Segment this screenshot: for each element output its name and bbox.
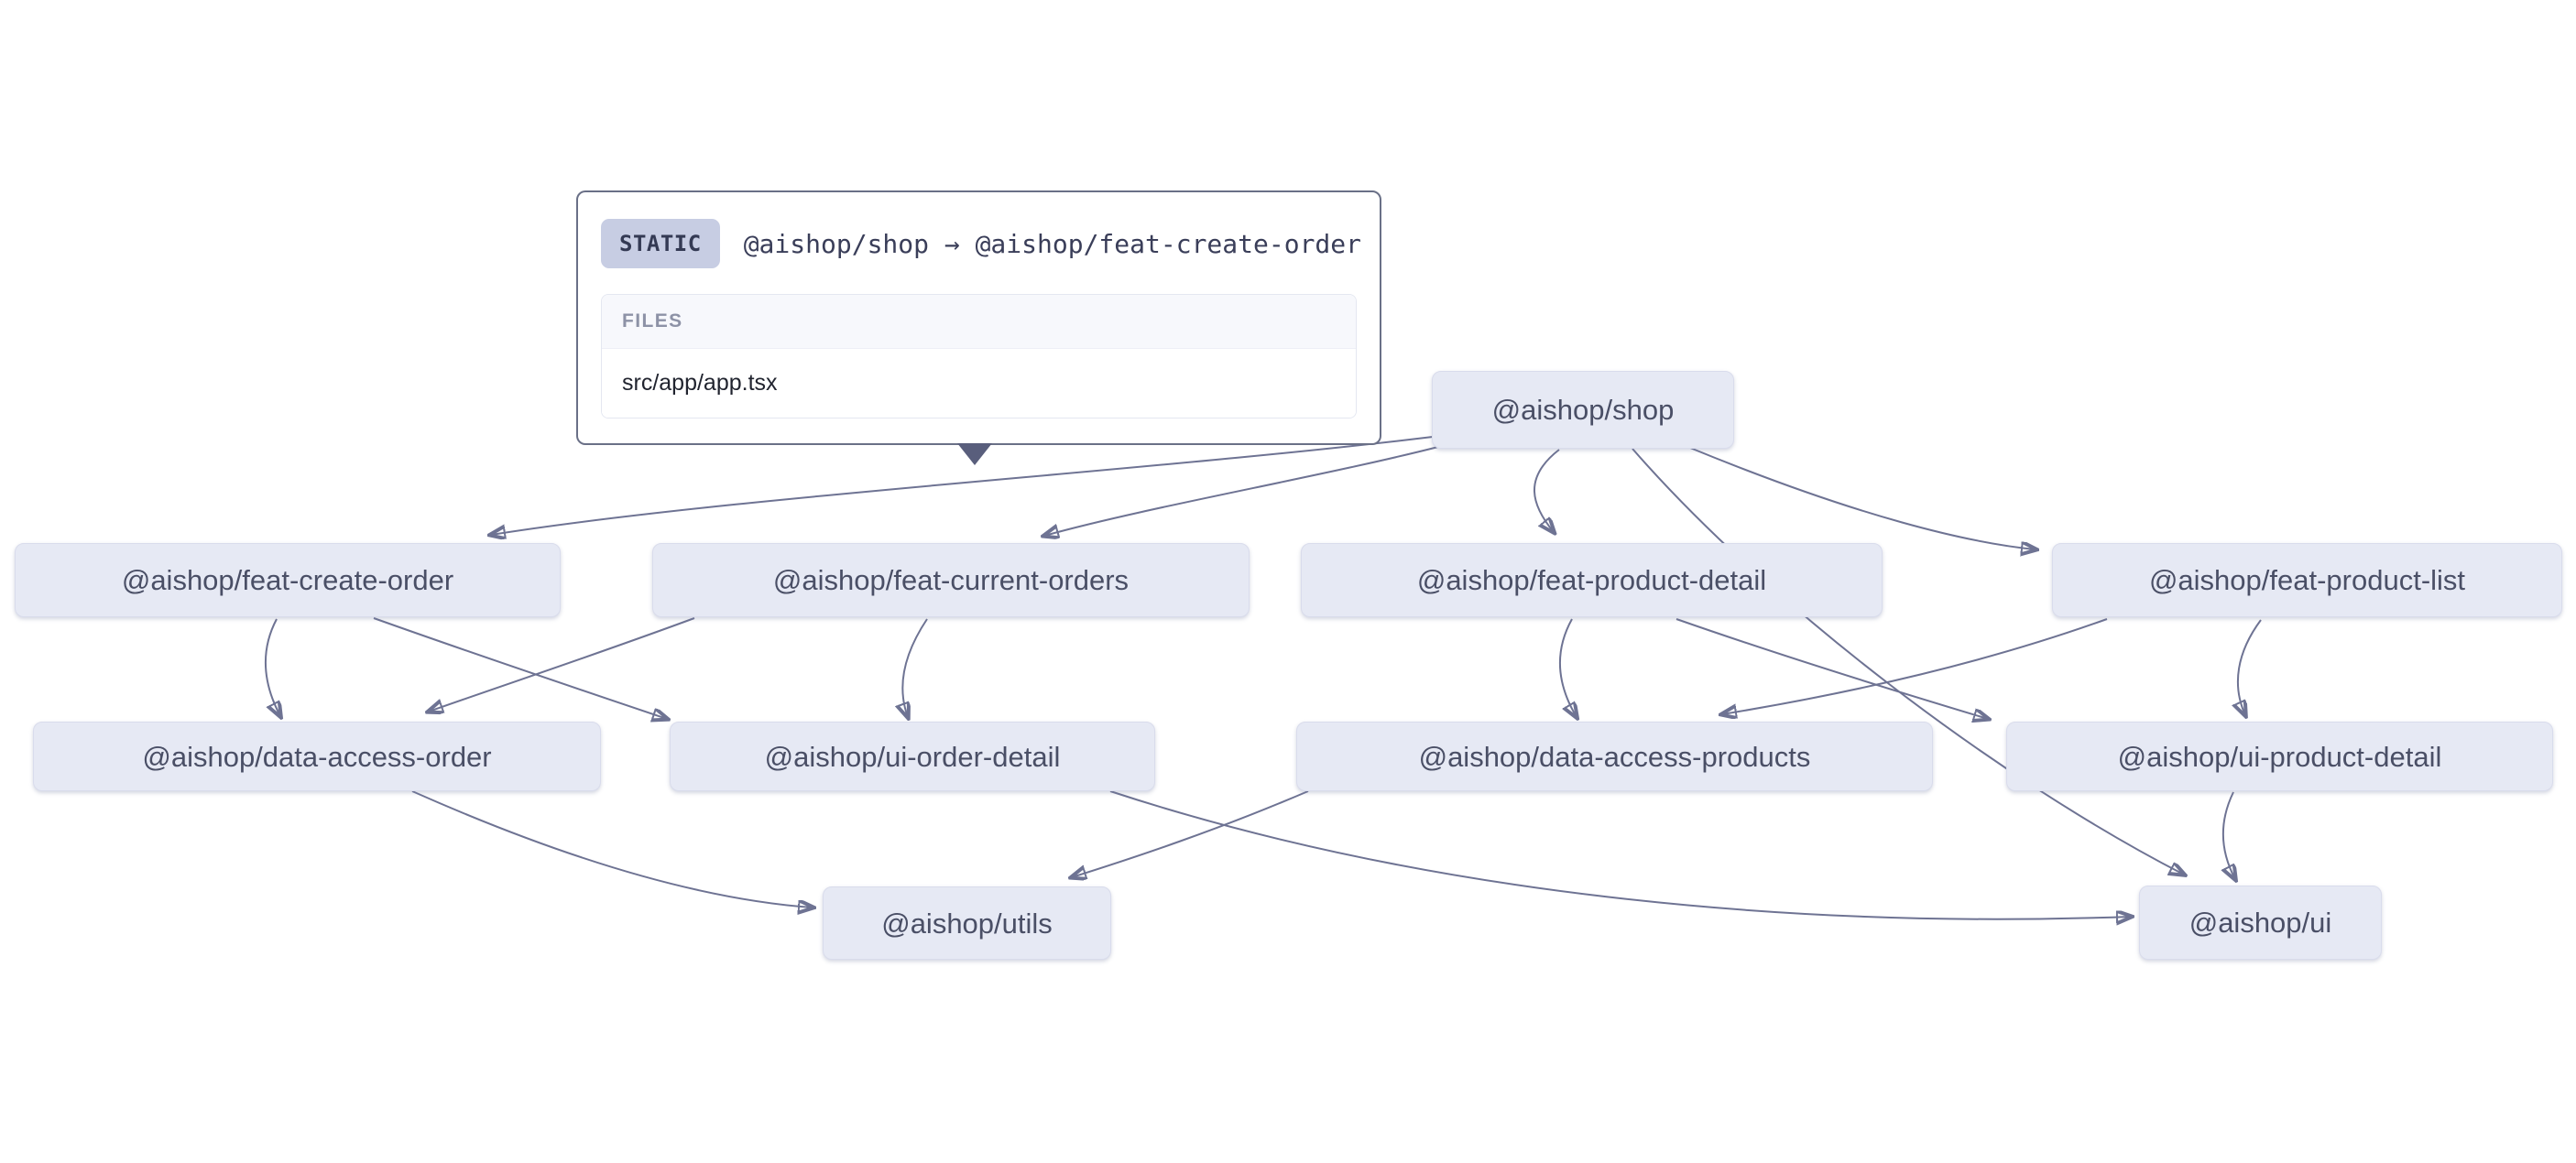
file-item: src/app/app.tsx xyxy=(602,349,1356,418)
graph-node-shop[interactable]: @aishop/shop xyxy=(1432,371,1734,449)
edge-shop-ui[interactable] xyxy=(1632,448,2184,875)
edge-type-badge: STATIC xyxy=(601,219,720,268)
graph-node-utils[interactable]: @aishop/utils xyxy=(823,886,1111,960)
edge-shop-feat-product-list[interactable] xyxy=(1689,447,2036,549)
graph-node-feat-current-orders[interactable]: @aishop/feat-current-orders xyxy=(652,543,1250,617)
graph-node-feat-product-list[interactable]: @aishop/feat-product-list xyxy=(2052,543,2562,617)
edge-data-access-order-utils[interactable] xyxy=(411,790,813,908)
edge-data-access-products-utils[interactable] xyxy=(1072,790,1309,877)
edge-shop-feat-product-detail[interactable] xyxy=(1534,449,1560,532)
graph-node-ui-product-detail[interactable]: @aishop/ui-product-detail xyxy=(2006,722,2553,791)
edge-label-text: @aishop/shop → @aishop/feat-create-order xyxy=(743,228,1361,259)
graph-node-feat-create-order[interactable]: @aishop/feat-create-order xyxy=(15,543,561,617)
edge-feat-create-order-ui-order-detail[interactable] xyxy=(373,617,667,719)
graph-node-data-access-products[interactable]: @aishop/data-access-products xyxy=(1296,722,1933,791)
edge-feat-product-detail-data-access-products[interactable] xyxy=(1558,618,1577,717)
graph-node-data-access-order[interactable]: @aishop/data-access-order xyxy=(33,722,601,791)
edge-tooltip: STATIC @aishop/shop → @aishop/feat-creat… xyxy=(576,190,1381,465)
files-panel-header: FILES xyxy=(602,295,1356,349)
files-panel: FILES src/app/app.tsx xyxy=(601,294,1357,418)
edge-feat-product-list-data-access-products[interactable] xyxy=(1722,618,2108,714)
graph-node-ui[interactable]: @aishop/ui xyxy=(2139,886,2382,960)
edge-shop-feat-create-order[interactable] xyxy=(491,436,1434,535)
edge-feat-product-list-ui-product-detail[interactable] xyxy=(2238,619,2262,715)
edge-feat-current-orders-data-access-order[interactable] xyxy=(429,617,695,712)
tooltip-header: STATIC @aishop/shop → @aishop/feat-creat… xyxy=(601,216,1361,271)
edge-feat-product-detail-ui-product-detail[interactable] xyxy=(1675,618,1988,719)
edge-feat-create-order-data-access-order[interactable] xyxy=(264,618,280,716)
edge-ui-order-detail-ui[interactable] xyxy=(1109,790,2131,919)
graph-node-ui-order-detail[interactable]: @aishop/ui-order-detail xyxy=(670,722,1155,791)
edge-shop-feat-current-orders[interactable] xyxy=(1044,446,1439,536)
edge-feat-current-orders-ui-order-detail[interactable] xyxy=(902,618,928,717)
graph-node-feat-product-detail[interactable]: @aishop/feat-product-detail xyxy=(1301,543,1883,617)
edge-ui-product-detail-ui[interactable] xyxy=(2223,791,2235,879)
tooltip-caret-icon xyxy=(957,443,992,465)
